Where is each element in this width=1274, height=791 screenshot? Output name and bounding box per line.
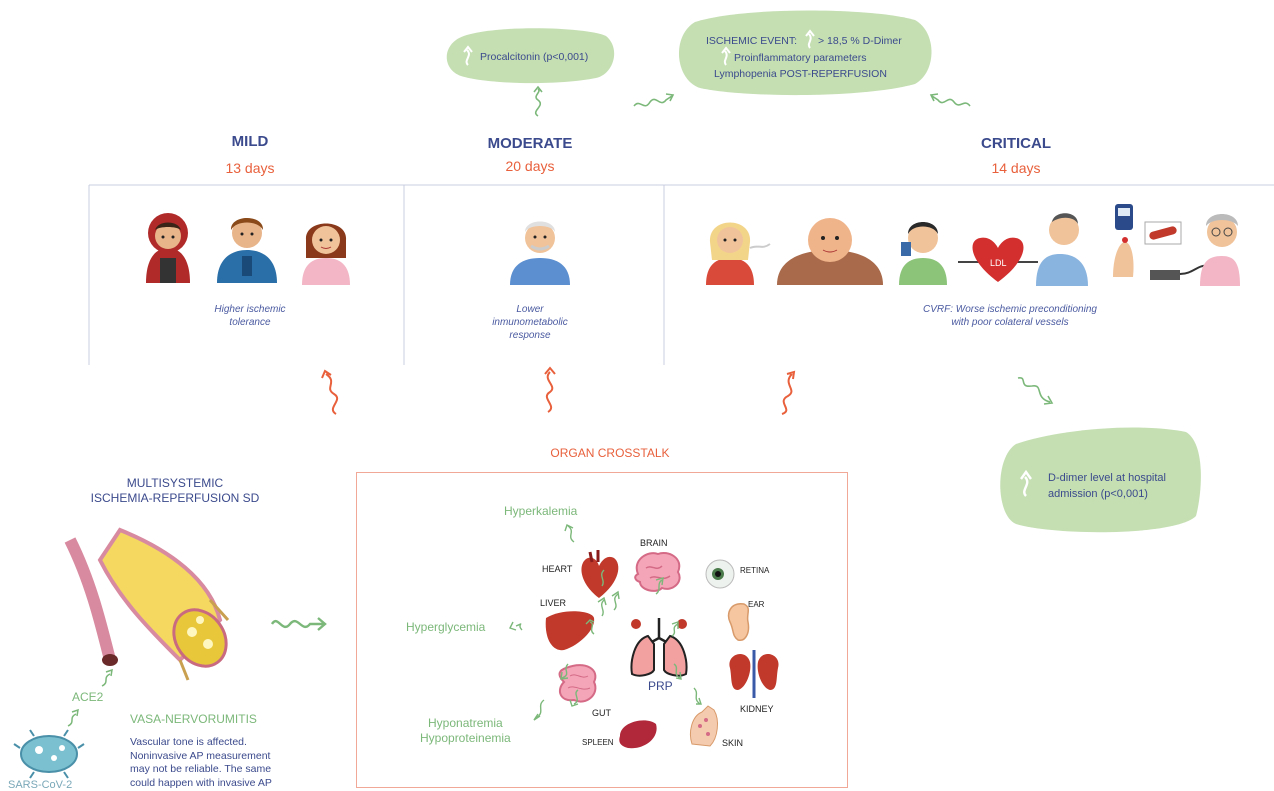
severity-days-mild: 13 days (225, 160, 275, 176)
liver-label: LIVER (540, 598, 567, 608)
child-red-hood-illustration (146, 213, 190, 283)
moderate-note-line: inmunometabolic (492, 317, 568, 328)
girl-pink-shirt-illustration (302, 223, 350, 285)
mild-note: Higher ischemic tolerance (190, 303, 310, 329)
brain-icon (634, 552, 681, 592)
ear-icon (727, 603, 750, 641)
green-arrows-connectors (509, 524, 702, 721)
severity-title-critical: CRITICAL (981, 135, 1051, 152)
multisystemic-title: MULTISYSTEMIC ISCHEMIA-REPERFUSION SD (70, 476, 280, 506)
obese-man-illustration (777, 218, 883, 285)
d-dimer-line: D-dimer level at hospital (1048, 472, 1166, 484)
spleen-label: SPLEEN (582, 738, 614, 747)
moderate-note-line: response (509, 330, 551, 341)
boy-blue-jacket-illustration (217, 218, 277, 283)
vasa-description: Vascular tone is affected. Noninvasive A… (130, 736, 272, 790)
ischemic-event-line2: Proinflammatory parameters (734, 52, 867, 64)
up-arrow-icon (1020, 469, 1032, 497)
multisystemic-line: ISCHEMIA-REPERFUSION SD (90, 491, 260, 505)
d-dimer-blob (1000, 427, 1201, 533)
green-squiggle-arrow (633, 93, 675, 107)
ldl-label: LDL (990, 258, 1007, 268)
moderate-note: Lower inmunometabolic response (470, 303, 590, 342)
organ-crosstalk-title: ORGAN CROSSTALK (550, 446, 670, 460)
smoking-woman-illustration (706, 222, 771, 285)
moderate-note-line: Lower (516, 304, 544, 315)
d-dimer-text: D-dimer level at hospital admission (p<0… (1048, 470, 1166, 502)
heart-label: HEART (542, 564, 573, 574)
vasa-line: could happen with invasive AP (130, 776, 272, 789)
elderly-man-illustration (510, 221, 570, 285)
severity-title-moderate: MODERATE (487, 135, 573, 152)
boy-inhaler-illustration (899, 222, 947, 285)
ischemic-event-line3: Lymphopenia POST-REPERFUSION (714, 68, 887, 80)
critical-note: CVRF: Worse ischemic preconditioning wit… (890, 303, 1130, 329)
intestine-icon (558, 664, 597, 703)
severity-title-mild: MILD (231, 133, 269, 150)
prp-label: PRP (648, 679, 673, 693)
procalcitonin-text: Procalcitonin (p<0,001) (480, 51, 589, 63)
severity-days-critical: 14 days (991, 160, 1041, 176)
skin-label: SKIN (722, 738, 744, 748)
up-arrow-icon (805, 29, 815, 49)
retina-label: RETINA (740, 566, 770, 575)
green-squiggle-arrow (101, 668, 113, 687)
green-squiggle-arrow (533, 85, 543, 117)
ear-label: EAR (748, 600, 765, 609)
d-dimer-line: admission (p<0,001) (1048, 488, 1148, 500)
glucometer-illustration (1113, 204, 1182, 277)
sars-cov-2-label: SARS-CoV-2 (8, 779, 73, 791)
liver-icon (545, 611, 595, 651)
ischemic-event-blob (678, 10, 932, 96)
kidney-icon (729, 650, 779, 698)
procalcitonin-blob (446, 28, 615, 84)
green-squiggle-arrow (270, 617, 327, 631)
multisystemic-line: MULTISYSTEMIC (126, 476, 224, 490)
hyperglycemia-label: Hyperglycemia (406, 620, 486, 634)
mild-note-line: Higher ischemic (214, 304, 286, 315)
vasa-line: may not be reliable. The same (130, 763, 272, 775)
critical-note-line: CVRF: Worse ischemic preconditioning (923, 304, 1097, 315)
lungs-icon (630, 618, 688, 677)
eye-icon (705, 559, 735, 589)
gut-label: GUT (592, 708, 611, 718)
heart-ldl-illustration: LDL (958, 237, 1038, 282)
hypoproteinemia-label: Hypoproteinemia (420, 731, 511, 745)
green-squiggle-arrow (67, 708, 79, 727)
ace2-label: ACE2 (72, 690, 104, 704)
vasa-line: Noninvasive AP measurement (130, 749, 271, 762)
man-profile-illustration (1036, 213, 1088, 286)
severity-days-moderate: 20 days (505, 158, 555, 174)
red-squiggle-arrow (321, 369, 339, 415)
spleen-icon (619, 720, 657, 749)
severity-panels-frame (88, 184, 1274, 365)
doctor-bp-illustration (1150, 214, 1240, 286)
red-squiggle-arrow (544, 366, 556, 413)
kidney-label: KIDNEY (740, 704, 774, 714)
vasa-line: Vascular tone is affected. (130, 736, 247, 748)
red-squiggle-arrow (781, 370, 796, 415)
vessel-nerve-illustration (64, 527, 230, 681)
ischemic-event-ddimer: > 18,5 % D-Dimer (818, 35, 902, 47)
green-squiggle-arrow (929, 93, 971, 107)
vasa-title: VASA-NERVORUMITIS (130, 712, 257, 726)
up-arrow-icon (721, 46, 731, 66)
heart-icon (581, 550, 619, 598)
brain-label: BRAIN (640, 538, 668, 548)
hyponatremia-label: Hyponatremia (428, 716, 503, 730)
up-arrow-icon (463, 45, 473, 66)
skin-icon (689, 705, 718, 747)
mild-note-line: tolerance (229, 317, 271, 328)
green-squiggle-arrow (1017, 377, 1054, 405)
organ-crosstalk-box (356, 472, 848, 788)
virus-illustration (13, 729, 85, 779)
critical-note-line: with poor colateral vessels (951, 317, 1069, 328)
ischemic-event-line1: ISCHEMIC EVENT: (706, 35, 798, 47)
hyperkalemia-label: Hyperkalemia (504, 504, 578, 518)
